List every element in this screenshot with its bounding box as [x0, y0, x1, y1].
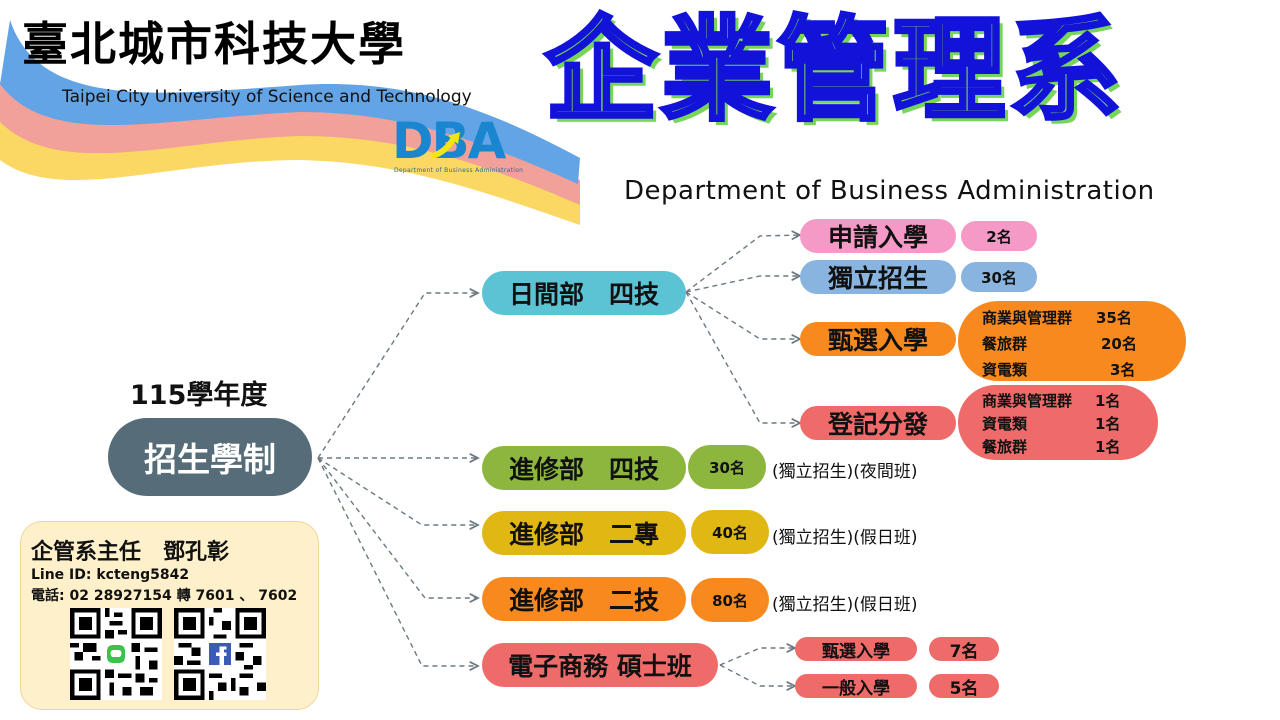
contact-line-id: Line ID: kcteng5842	[31, 567, 190, 583]
program-ecommerce-masters: 電子商務 碩士班	[482, 643, 718, 687]
channel-selection: 甄選入學	[800, 322, 956, 356]
program-evening-4year-note: (獨立招生)(夜間班)	[772, 462, 918, 482]
arrow-icon	[431, 132, 460, 159]
program-weekend-2year-tech-count: 80名	[691, 578, 769, 622]
detail-count: 1名	[1095, 415, 1121, 433]
contact-title: 企管系主任 鄧孔彰	[31, 540, 230, 565]
contact-phone: 電話: 02 28927154 轉 7601 、 7602	[31, 588, 298, 604]
department-title-en: Department of Business Administration	[624, 176, 1155, 206]
contact-card: 企管系主任 鄧孔彰 Line ID: kcteng5842 電話: 02 289…	[20, 521, 319, 710]
program-weekend-2year-tech-note: (獨立招生)(假日班)	[772, 595, 918, 615]
selection-details: 商業與管理群 35名 餐旅群 20名 資電類 3名	[958, 301, 1186, 381]
detail-group: 商業與管理群	[982, 309, 1073, 327]
channel-application: 申請入學	[800, 219, 956, 253]
academic-year-label: 115學年度	[130, 380, 268, 411]
program-evening-4year: 進修部 四技	[482, 446, 686, 490]
decorative-ribbons	[0, 20, 580, 225]
department-title-zh: 企業管理系	[543, 6, 1125, 136]
dba-logo: DBA Department of Business Administratio…	[392, 116, 542, 176]
detail-count: 1名	[1095, 438, 1121, 456]
masters-channel-selection-count: 7名	[929, 637, 999, 662]
line-qr-code[interactable]	[70, 608, 162, 700]
program-weekend-2year-college-note: (獨立招生)(假日班)	[772, 528, 918, 548]
program-evening-4year-count: 30名	[688, 445, 766, 489]
detail-count: 20名	[1101, 335, 1137, 353]
detail-group: 資電類	[982, 361, 1028, 379]
registration-details: 商業與管理群 1名 資電類 1名 餐旅群 1名	[958, 385, 1158, 460]
channel-application-count: 2名	[961, 221, 1037, 251]
channel-independent-count: 30名	[961, 262, 1037, 292]
channel-independent: 獨立招生	[800, 260, 956, 294]
masters-channel-general-count: 5名	[929, 674, 999, 699]
dba-logo-caption: Department of Business Administration	[394, 167, 524, 174]
detail-count: 3名	[1110, 361, 1136, 379]
detail-group: 商業與管理群	[982, 392, 1073, 410]
detail-group: 餐旅群	[982, 335, 1028, 353]
masters-channel-general: 一般入學	[795, 674, 917, 699]
program-weekend-2year-college-count: 40名	[691, 510, 769, 554]
facebook-qr-code[interactable]	[174, 608, 266, 700]
university-name-zh: 臺北城市科技大學	[22, 17, 406, 71]
program-weekend-2year-college: 進修部 二專	[482, 511, 686, 555]
detail-count: 1名	[1095, 392, 1121, 410]
detail-group: 資電類	[982, 415, 1028, 433]
detail-count: 35名	[1096, 309, 1132, 327]
university-name-en: Taipei City University of Science and Te…	[62, 87, 472, 107]
masters-channel-selection: 甄選入學	[795, 637, 917, 662]
program-day-4year: 日間部 四技	[482, 271, 686, 315]
channel-registration: 登記分發	[800, 406, 956, 440]
detail-group: 餐旅群	[982, 438, 1028, 456]
root-node-enrollment-system: 招生學制	[108, 418, 312, 496]
program-weekend-2year-tech: 進修部 二技	[482, 577, 686, 621]
